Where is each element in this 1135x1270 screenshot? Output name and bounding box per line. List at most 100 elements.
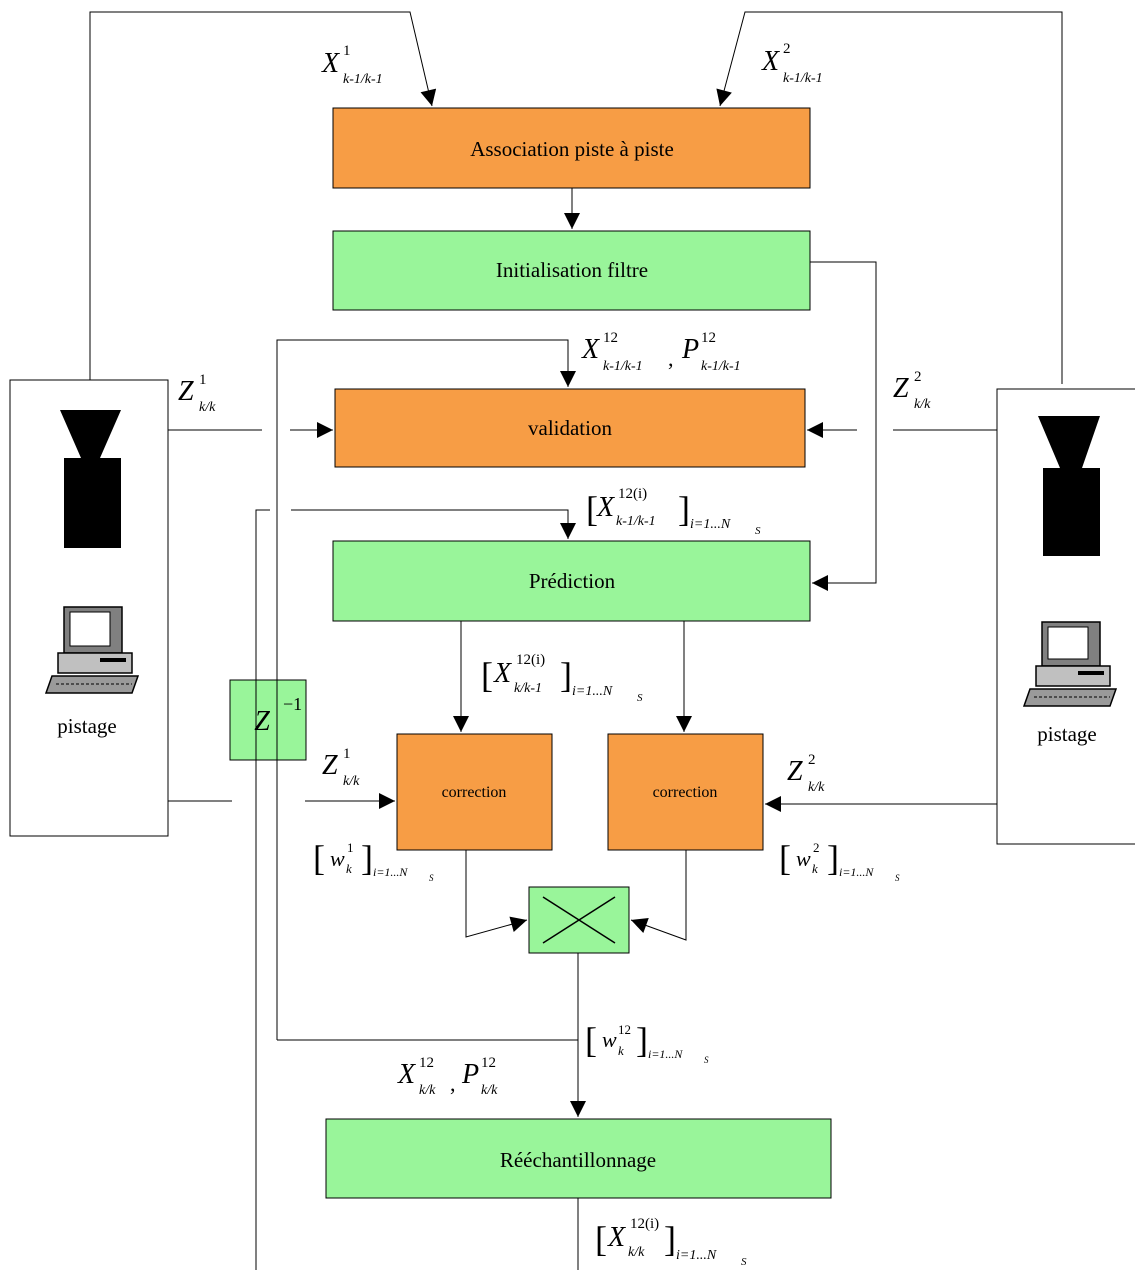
svg-text:X: X	[607, 1222, 626, 1253]
svg-text:X: X	[761, 46, 780, 77]
label-w2: [ w 2 k ] i=1...N S	[779, 838, 900, 883]
tracker-left: pistage	[9, 379, 169, 837]
svg-text:2: 2	[808, 752, 816, 768]
svg-text:k/k: k/k	[628, 1245, 645, 1260]
svg-text:1: 1	[343, 746, 351, 762]
init-filter-label: Initialisation filtre	[496, 258, 648, 282]
svg-text:i=1...N: i=1...N	[373, 865, 408, 879]
svg-text:i=1...N: i=1...N	[676, 1248, 717, 1263]
label-w12: [ w 12 k ] i=1...N S	[585, 1020, 709, 1065]
svg-text:k/k: k/k	[199, 400, 216, 415]
svg-text:w: w	[330, 846, 345, 871]
svg-text:k-1/k-1: k-1/k-1	[603, 359, 643, 374]
prediction-label: Prédiction	[529, 569, 616, 593]
arrow-left-to-association	[89, 11, 437, 380]
svg-text:X: X	[397, 1059, 416, 1090]
svg-text:S: S	[429, 873, 434, 883]
svg-text:k-1/k-1: k-1/k-1	[701, 359, 741, 374]
svg-text:k: k	[812, 861, 818, 876]
label-z2-top: Z 2 k/k	[893, 369, 931, 412]
label-x12-p12-cur: X 12 k/k , P 12 k/k	[397, 1055, 498, 1098]
label-particles-prev: [ X 12(i) k-1/k-1 ] i=1...N S	[586, 486, 761, 537]
multiplier-block	[528, 886, 630, 954]
arrow-delay-to-prediction	[291, 509, 576, 539]
svg-text:Z: Z	[178, 376, 194, 407]
svg-text:S: S	[741, 1256, 747, 1268]
svg-text:2: 2	[813, 840, 820, 855]
validation-block: validation	[334, 388, 806, 468]
arrow-feed-validation	[276, 339, 576, 1040]
label-x2-prev: X 2 k-1/k-1	[761, 41, 823, 86]
connectors	[89, 11, 1063, 1270]
svg-text:k-1/k-1: k-1/k-1	[783, 71, 823, 86]
delay-sup: −1	[283, 694, 302, 714]
correction-left-label: correction	[442, 784, 507, 801]
svg-text:k: k	[618, 1043, 624, 1058]
camera-icon	[1038, 416, 1100, 556]
label-z1-top: Z 1 k/k	[178, 372, 216, 415]
label-z1-mid: Z 1 k/k	[322, 746, 360, 789]
prediction-block: Prédiction	[332, 540, 811, 622]
svg-text:Z: Z	[893, 373, 909, 404]
svg-text:w: w	[796, 846, 811, 871]
svg-text:P: P	[681, 334, 699, 365]
svg-text:]: ]	[664, 1219, 676, 1259]
svg-text:1: 1	[347, 840, 354, 855]
svg-text:[: [	[586, 489, 598, 529]
svg-text:i=1...N: i=1...N	[648, 1047, 683, 1061]
svg-text:Z: Z	[787, 756, 803, 787]
svg-text:[: [	[595, 1219, 607, 1259]
svg-text:k-1/k-1: k-1/k-1	[343, 72, 383, 87]
correction-right-block: correction	[607, 733, 764, 851]
svg-text:S: S	[755, 525, 761, 537]
tracker-right: pistage	[996, 388, 1135, 845]
svg-text:S: S	[895, 873, 900, 883]
svg-text:Z: Z	[322, 750, 338, 781]
svg-text:i=1...N: i=1...N	[572, 684, 613, 699]
arrow-correction-right-to-multiplier	[630, 850, 687, 941]
svg-text:12(i): 12(i)	[516, 652, 545, 668]
init-filter-block: Initialisation filtre	[332, 230, 811, 311]
svg-text:]: ]	[636, 1020, 648, 1060]
svg-text:12(i): 12(i)	[630, 1216, 659, 1232]
svg-text:[: [	[585, 1020, 597, 1060]
label-x1-prev: X 1 k-1/k-1	[321, 43, 383, 87]
delay-loop	[255, 509, 270, 1270]
svg-text:12: 12	[618, 1022, 631, 1037]
svg-text:1: 1	[199, 372, 207, 388]
svg-text:S: S	[704, 1055, 709, 1065]
svg-text:X: X	[596, 492, 615, 523]
svg-text:]: ]	[361, 838, 373, 878]
svg-text:]: ]	[827, 838, 839, 878]
svg-text:k-1/k-1: k-1/k-1	[616, 514, 656, 529]
svg-text:2: 2	[783, 41, 791, 57]
svg-text:,: ,	[668, 346, 674, 371]
svg-text:12(i): 12(i)	[618, 486, 647, 502]
association-block: Association piste à piste	[332, 107, 811, 189]
svg-text:]: ]	[678, 489, 690, 529]
svg-text:12: 12	[701, 330, 716, 346]
camera-icon	[60, 410, 121, 548]
label-particles-cur: [ X 12(i) k/k ] i=1...N S	[595, 1216, 747, 1268]
association-label: Association piste à piste	[470, 137, 674, 161]
computer-icon	[44, 606, 140, 694]
arrow-init-to-prediction	[810, 261, 877, 591]
svg-text:P: P	[461, 1059, 479, 1090]
label-z2-mid: Z 2 k/k	[787, 752, 825, 795]
resampling-block: Rééchantillonnage	[325, 1118, 832, 1199]
svg-text:[: [	[779, 838, 791, 878]
correction-right-label: correction	[653, 784, 718, 801]
svg-text:[: [	[313, 838, 325, 878]
svg-text:k: k	[346, 861, 352, 876]
svg-text:k/k: k/k	[481, 1083, 498, 1098]
validation-label: validation	[528, 416, 612, 440]
label-x12-p12-prev: X 12 k-1/k-1 , P 12 k-1/k-1	[581, 330, 741, 374]
svg-text:2: 2	[914, 369, 922, 385]
arrow-correction-left-to-multiplier	[465, 850, 528, 938]
svg-text:w: w	[602, 1027, 617, 1052]
svg-text:i=1...N: i=1...N	[690, 517, 731, 532]
resampling-label: Rééchantillonnage	[500, 1148, 656, 1172]
tracker-right-label: pistage	[1037, 722, 1096, 746]
computer-icon	[1022, 621, 1118, 707]
